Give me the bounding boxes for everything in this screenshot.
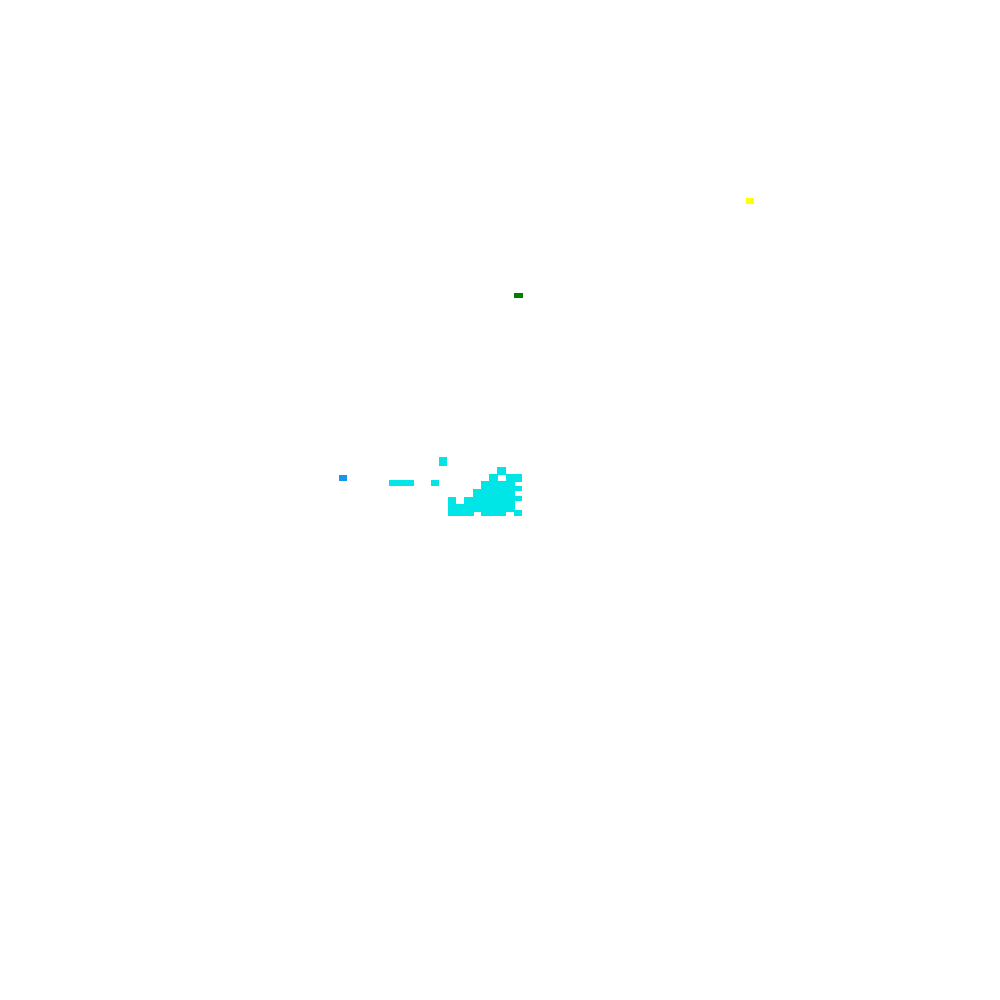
cyan-pixel (506, 474, 522, 482)
cyan-pixel (464, 497, 515, 505)
yellow-pixel (746, 198, 754, 204)
green-pixel (514, 293, 523, 298)
cyan-pixel (481, 481, 515, 489)
cyan-pixel (515, 496, 522, 501)
cyan-pixel (514, 510, 522, 516)
cyan-pixel (448, 510, 474, 516)
cyan-pixel (431, 480, 439, 486)
cyan-pixel (497, 467, 506, 475)
cyan-pixel (448, 504, 515, 512)
cyan-pixel (473, 489, 515, 497)
cyan-pixel (448, 497, 456, 504)
cyan-pixel (481, 510, 506, 516)
blue-pixel (339, 475, 347, 481)
cyan-pixel (389, 480, 414, 486)
cyan-pixel (515, 486, 522, 491)
cyan-pixel (489, 474, 498, 482)
cyan-pixel (439, 457, 447, 466)
